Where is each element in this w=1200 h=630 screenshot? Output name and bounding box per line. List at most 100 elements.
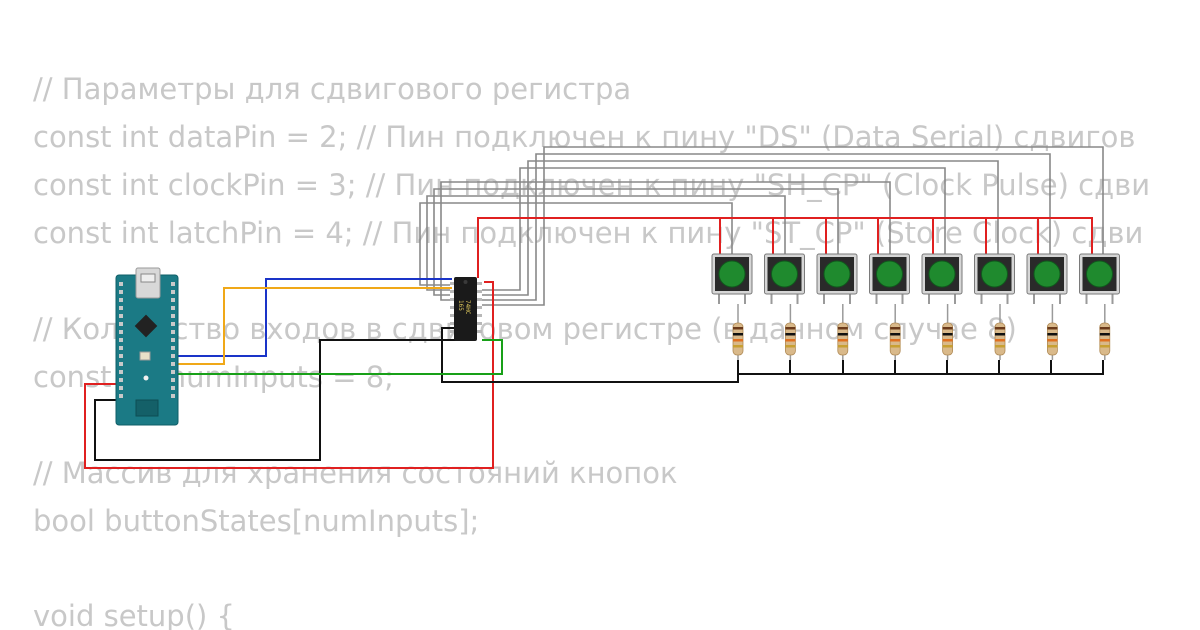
resistor-band xyxy=(837,327,848,330)
gray-wires xyxy=(419,146,1104,306)
button-cap xyxy=(928,260,956,288)
black-wire xyxy=(441,327,739,383)
pin-header-right xyxy=(171,282,175,398)
button-leg xyxy=(744,290,746,304)
button-leg xyxy=(849,290,851,304)
code-text: // Параметры для сдвигового регистра con… xyxy=(33,72,1150,630)
red-wire xyxy=(84,281,494,469)
code-line: // Массив для хранения состояний кнопок xyxy=(33,456,678,490)
button-cap xyxy=(1033,260,1061,288)
resistor-band xyxy=(1099,339,1110,342)
button-leg xyxy=(770,290,773,304)
resistor-band xyxy=(1047,345,1058,348)
push-button[interactable] xyxy=(711,253,753,304)
shift-register-chip[interactable]: 74HC 165 xyxy=(450,277,482,341)
push-buttons xyxy=(711,253,1120,304)
code-line: const int clockPin = 3; // Пин подключен… xyxy=(33,168,1150,202)
resistor-band xyxy=(995,327,1005,330)
push-button[interactable] xyxy=(921,253,963,304)
green-wire xyxy=(175,339,503,375)
resistor-band xyxy=(890,333,901,336)
status-led-icon xyxy=(143,375,149,381)
resistor-band xyxy=(1099,333,1110,336)
code-line: // Количество входов в сдвиговом регистр… xyxy=(33,312,1017,346)
button-cap xyxy=(771,260,798,288)
resistor-band xyxy=(733,345,743,348)
blue-wire xyxy=(175,278,452,357)
resistor-band xyxy=(733,327,743,330)
resistors xyxy=(732,304,1111,360)
resistor-band xyxy=(942,333,953,336)
chip-pins xyxy=(450,282,482,333)
button-leg xyxy=(980,290,983,304)
resistor-band xyxy=(733,333,743,336)
resistor-band xyxy=(785,345,796,348)
button-leg xyxy=(901,290,904,304)
button-leg xyxy=(823,290,825,304)
gray-wire xyxy=(440,181,891,301)
resistor-band xyxy=(837,339,848,342)
button-cap xyxy=(718,260,746,288)
gray-wire xyxy=(482,153,1051,301)
black-wire xyxy=(737,360,1104,375)
gray-wire xyxy=(482,167,946,291)
arduino-nano[interactable] xyxy=(115,267,179,426)
code-line: // Параметры для сдвигового регистра xyxy=(33,72,631,106)
button-leg xyxy=(1059,290,1061,304)
usb-connector-icon xyxy=(135,267,161,299)
resistor xyxy=(942,304,953,360)
code-line: const int numInputs = 8; xyxy=(33,360,394,394)
chip-body xyxy=(454,277,477,341)
resistor xyxy=(837,304,849,360)
red-wires xyxy=(84,217,1093,469)
button-leg xyxy=(1006,290,1009,304)
button-leg xyxy=(718,290,720,304)
button-cap xyxy=(981,260,1008,288)
push-button[interactable] xyxy=(764,253,805,304)
button-cap xyxy=(823,260,851,288)
resistor-band xyxy=(733,339,743,342)
resistor-band xyxy=(785,333,796,336)
gray-wire xyxy=(419,202,733,286)
gray-wire xyxy=(482,146,1104,306)
resistor xyxy=(1099,304,1111,360)
button-leg xyxy=(1033,290,1035,304)
code-line: bool buttonStates[numInputs]; xyxy=(33,504,479,538)
resistor-band xyxy=(837,345,848,348)
resistor-band xyxy=(890,345,901,348)
resistor-band xyxy=(785,339,796,342)
resistor-band xyxy=(837,333,848,336)
black-wires xyxy=(94,327,1104,461)
push-button[interactable] xyxy=(1079,253,1120,304)
code-line: const int dataPin = 2; // Пин подключен … xyxy=(33,120,1135,154)
push-button[interactable] xyxy=(974,253,1015,304)
gray-wire xyxy=(433,188,839,296)
button-leg xyxy=(875,290,878,304)
resistor-band xyxy=(890,339,901,342)
button-cap xyxy=(1086,260,1113,288)
button-leg xyxy=(928,290,930,304)
chip-label-line1: 74HC xyxy=(464,300,471,315)
resistor-band xyxy=(995,333,1005,336)
chip-notch-icon xyxy=(463,280,468,284)
reset-button-icon xyxy=(139,351,151,361)
resistor-band xyxy=(995,345,1005,348)
button-leg xyxy=(1111,290,1114,304)
button-cap xyxy=(876,260,903,288)
push-button[interactable] xyxy=(1026,253,1068,304)
resistor xyxy=(1047,304,1058,360)
push-button[interactable] xyxy=(869,253,910,304)
resistor-band xyxy=(942,345,953,348)
red-wire xyxy=(477,217,1093,278)
button-leg xyxy=(954,290,956,304)
code-line: const int latchPin = 4; // Пин подключен… xyxy=(33,216,1143,250)
resistor-band xyxy=(1099,327,1110,330)
pin-header-left xyxy=(119,282,123,398)
resistor-band xyxy=(1047,339,1058,342)
push-button[interactable] xyxy=(816,253,858,304)
resistor-band xyxy=(890,327,901,330)
gray-wire xyxy=(482,160,999,296)
black-wire xyxy=(94,339,458,461)
button-leg xyxy=(796,290,799,304)
